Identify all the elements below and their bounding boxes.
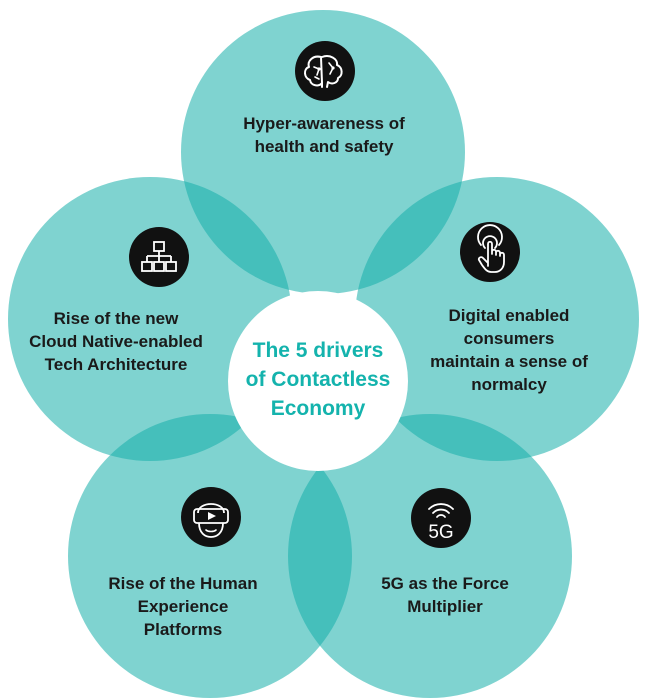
5g-signal-icon: 5G [411, 488, 471, 548]
label-line: Cloud Native-enabled [29, 332, 203, 351]
vr-headset-icon [181, 487, 241, 547]
label-line: Hyper-awareness of [243, 114, 405, 133]
label-line: maintain a sense of [430, 352, 588, 371]
center-title-line: The 5 drivers [252, 339, 384, 362]
center-title-line: of Contactless [245, 368, 391, 391]
circle-human-experience [68, 414, 352, 698]
label-line: health and safety [254, 137, 394, 156]
label-line: normalcy [471, 375, 547, 394]
center-circle [228, 291, 408, 471]
driver-label-5g: 5G as the Force Multiplier [350, 572, 540, 618]
overlap-top-right [355, 177, 465, 294]
label-line: Rise of the Human [108, 574, 258, 593]
label-line: Platforms [143, 620, 223, 639]
label-line: Tech Architecture [44, 355, 188, 374]
label-line: consumers [463, 329, 555, 348]
label-line: Digital enabled [448, 306, 570, 325]
touch-hand-icon [460, 222, 520, 282]
label-line: Rise of the new [53, 309, 179, 328]
driver-label-digital-consumers: Digital enabled consumers maintain a sen… [417, 304, 601, 396]
center-title-line: Economy [270, 397, 366, 420]
5g-icon-text: 5G [428, 522, 453, 543]
label-line: Multiplier [407, 597, 483, 616]
driver-label-cloud-native: Rise of the new Cloud Native-enabled Tec… [10, 307, 222, 376]
driver-label-human-experience: Rise of the Human Experience Platforms [88, 572, 278, 641]
label-line: Experience [137, 597, 229, 616]
center-title: The 5 drivers of Contactless Economy [228, 336, 408, 423]
circle-5g [288, 414, 572, 698]
network-hierarchy-icon [129, 227, 189, 287]
brain-icon [295, 41, 355, 101]
driver-label-hyper-awareness: Hyper-awareness of health and safety [193, 112, 455, 158]
label-line: 5G as the Force [381, 574, 509, 593]
overlap-left-top [181, 177, 292, 294]
